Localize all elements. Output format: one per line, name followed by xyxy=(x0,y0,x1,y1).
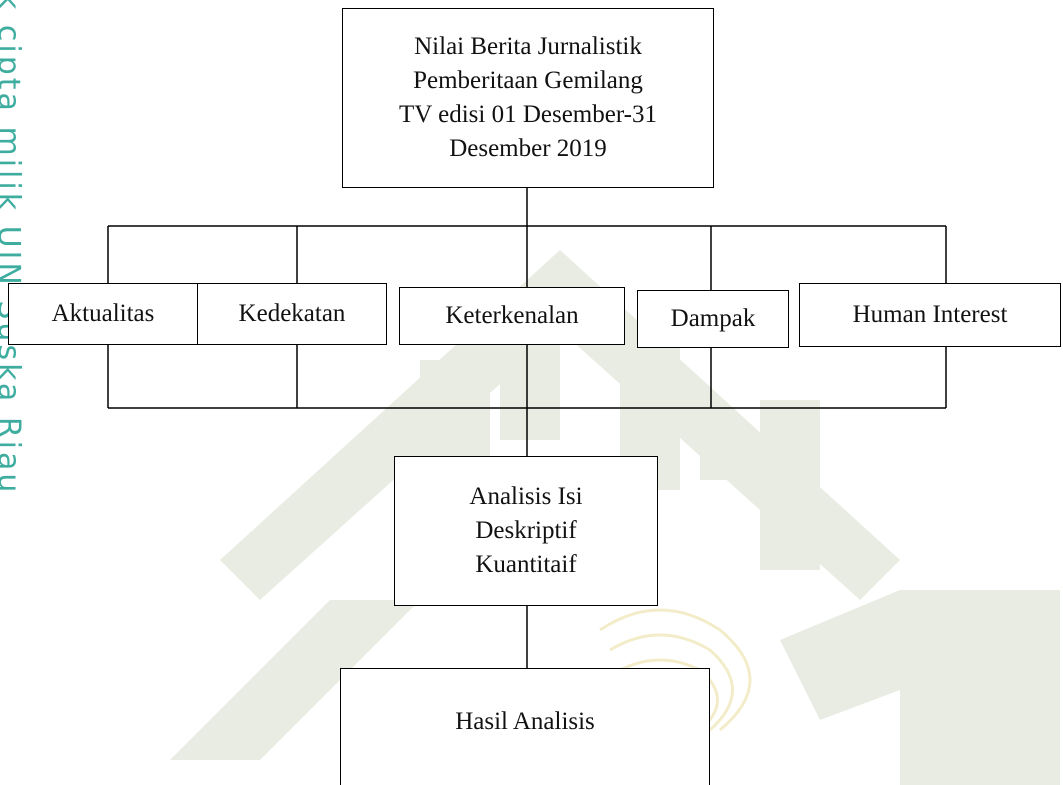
news-value-line-4: Desember 2019 xyxy=(449,135,607,162)
keterkenalan-label: Keterkenalan xyxy=(445,302,579,329)
kedekatan-box: Kedekatan xyxy=(197,283,387,345)
dampak-label: Dampak xyxy=(670,305,756,332)
news-value-box: Nilai Berita Jurnalistik Pemberitaan Gem… xyxy=(342,8,714,188)
analysis-line-1: Analisis Isi xyxy=(469,483,583,510)
analysis-line-2: Deskriptif xyxy=(475,517,577,544)
result-box: Hasil Analisis xyxy=(340,668,710,785)
keterkenalan-box: Keterkenalan xyxy=(399,287,625,345)
kedekatan-label: Kedekatan xyxy=(238,300,346,327)
aktualitas-box: Aktualitas xyxy=(8,283,198,345)
human-interest-label: Human Interest xyxy=(852,301,1008,328)
dampak-box: Dampak xyxy=(637,290,789,348)
news-value-line-3: TV edisi 01 Desember-31 xyxy=(398,101,657,128)
analysis-method-box: Analisis Isi Deskriptif Kuantitaif xyxy=(394,456,658,606)
news-value-line-1: Nilai Berita Jurnalistik xyxy=(414,33,642,60)
analysis-line-3: Kuantitaif xyxy=(475,551,577,578)
aktualitas-label: Aktualitas xyxy=(51,300,155,327)
news-value-line-2: Pemberitaan Gemilang xyxy=(413,67,643,94)
result-label: Hasil Analisis xyxy=(455,708,595,735)
human-interest-box: Human Interest xyxy=(799,283,1061,347)
